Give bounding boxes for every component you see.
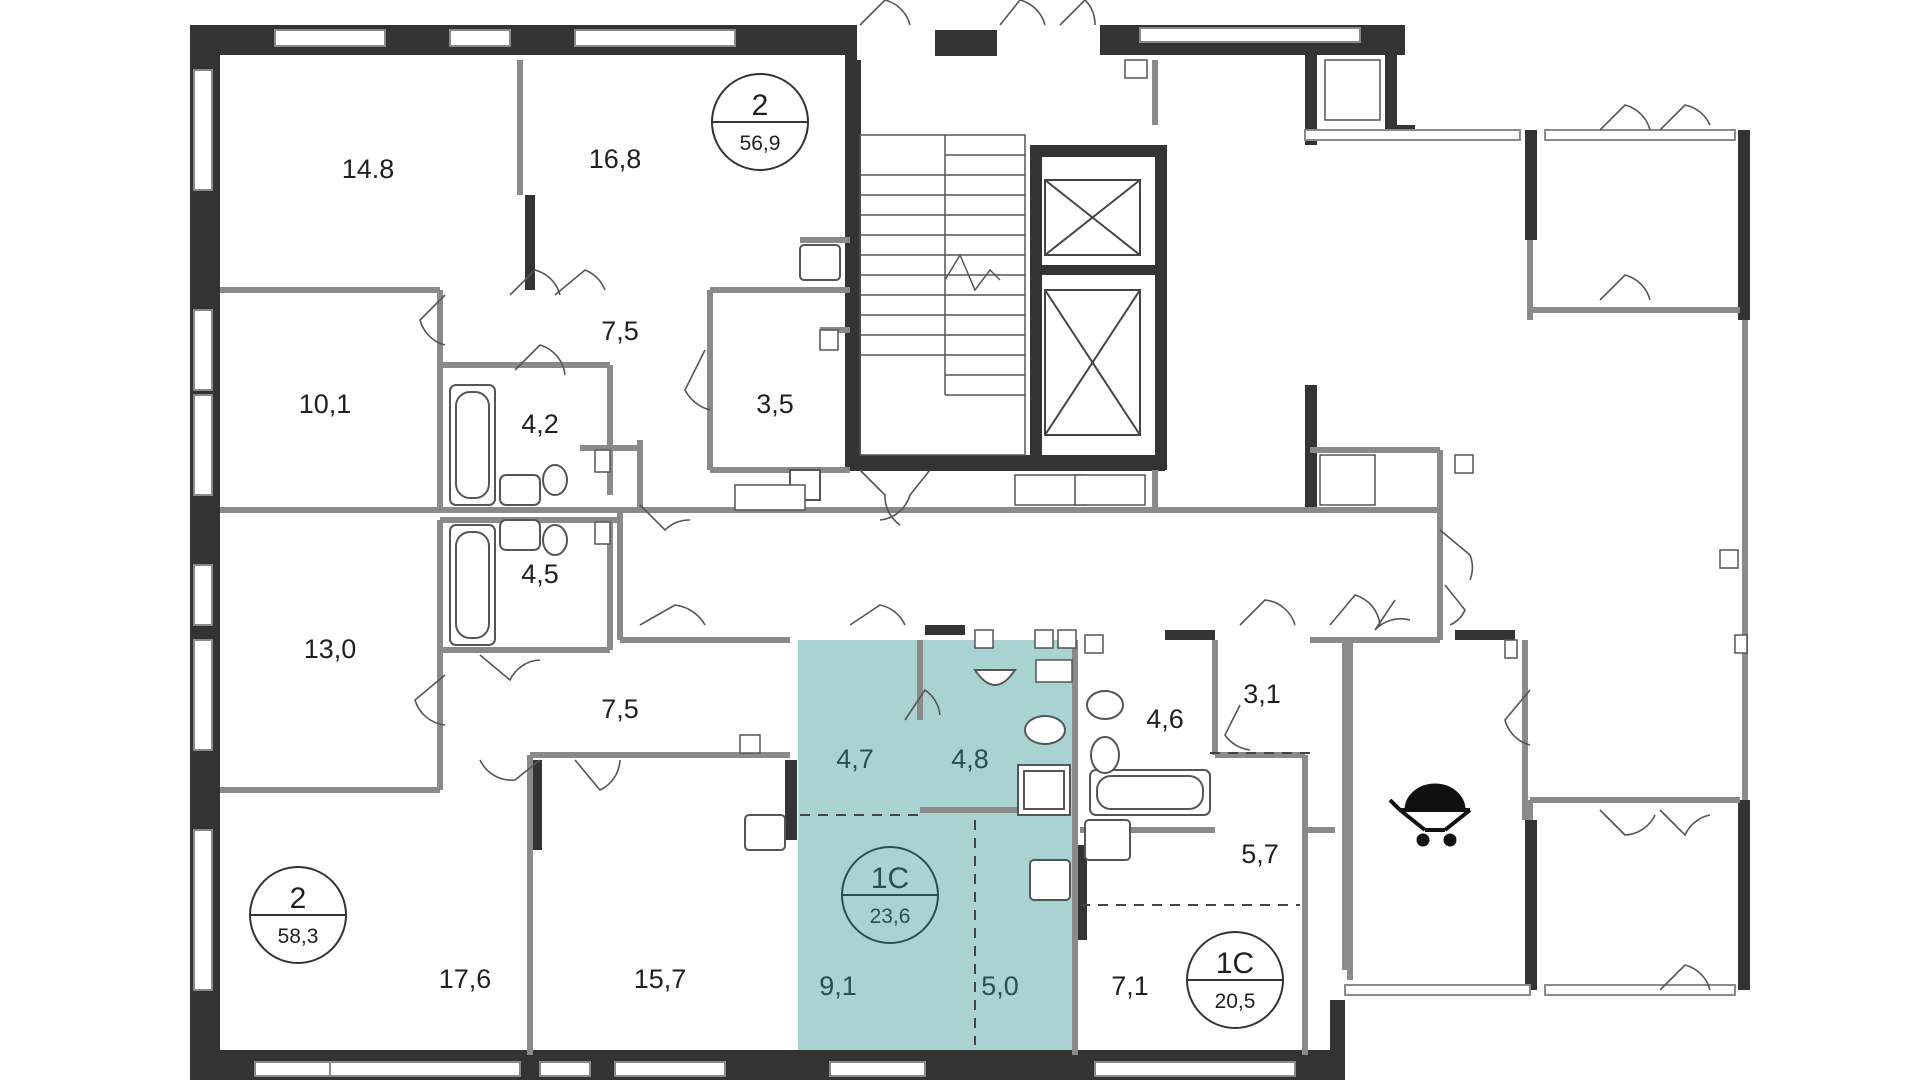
apartment-type: 1С [1216,947,1254,980]
apartment-area: 23,6 [870,905,911,928]
room-area-label: 3,5 [756,389,794,419]
room-area-label: 13,0 [304,634,357,664]
apartment-area: 58,3 [278,925,319,948]
room-area-label: 14.8 [342,154,395,184]
room-area-label: 7,1 [1111,971,1149,1001]
windows [193,27,1736,1077]
apartment-badge[interactable]: 1С 23,6 [841,846,939,944]
shower-icon [1017,764,1071,816]
apartment-badge[interactable]: 1С 20,5 [1186,931,1284,1029]
stroller-icon [1388,783,1472,847]
room-area-label: 4,6 [1146,704,1184,734]
apartment-type: 1С [871,862,909,895]
vent-shaft-icon [594,59,1748,754]
room-area-label: 4,7 [836,744,874,774]
zone-dividers [800,752,1310,1045]
room-area-label: 10,1 [299,389,352,419]
room-area-label: 5,0 [981,971,1019,1001]
room-area-label: 5,7 [1241,839,1279,869]
room-area-label: 4,8 [951,744,989,774]
room-area-label: 15,7 [634,964,687,994]
room-area-label: 4,2 [521,409,559,439]
apartment-badge[interactable]: 2 58,3 [249,866,347,964]
room-area-label: 7,5 [601,316,639,346]
elevator-icon [1044,179,1141,436]
apartment-type: 2 [290,882,307,915]
apartment-area: 20,5 [1215,990,1256,1013]
room-area-label: 4,5 [521,559,559,589]
apartment-type: 2 [752,89,769,122]
door-icon [414,0,1711,991]
bathtub-icon [449,384,1211,816]
room-area-label: 7,5 [601,694,639,724]
stairs-icon [859,134,1026,456]
apartment-area: 56,9 [740,132,781,155]
toilet-icon [542,464,1124,774]
room-area-label: 16,8 [589,144,642,174]
room-labels: 14.8 16,8 7,5 10,1 4,2 3,5 13,0 4,5 7,5 … [299,144,1281,1001]
room-area-label: 3,1 [1243,679,1281,709]
apartment-badge[interactable]: 2 56,9 [711,73,809,171]
room-area-label: 9,1 [819,971,857,1001]
room-area-label: 17,6 [439,964,492,994]
